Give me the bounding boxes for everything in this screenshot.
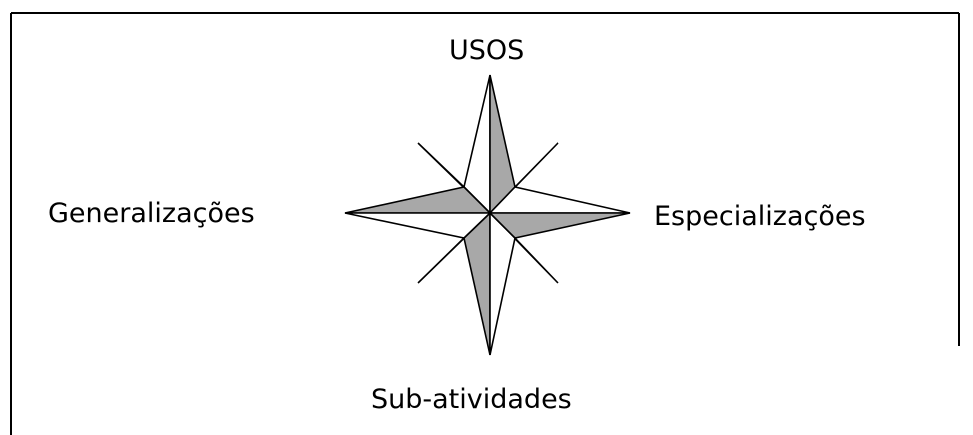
label-north: USOS [449, 35, 525, 66]
frame-border [10, 12, 960, 435]
point-west [344, 186, 492, 239]
label-south: Sub-atividades [371, 384, 572, 415]
label-west: Generalizações [48, 198, 255, 229]
compass-rose [344, 74, 631, 356]
point-south [463, 211, 516, 356]
point-north [463, 74, 516, 215]
point-east [488, 186, 631, 239]
label-east: Especializações [654, 201, 866, 232]
